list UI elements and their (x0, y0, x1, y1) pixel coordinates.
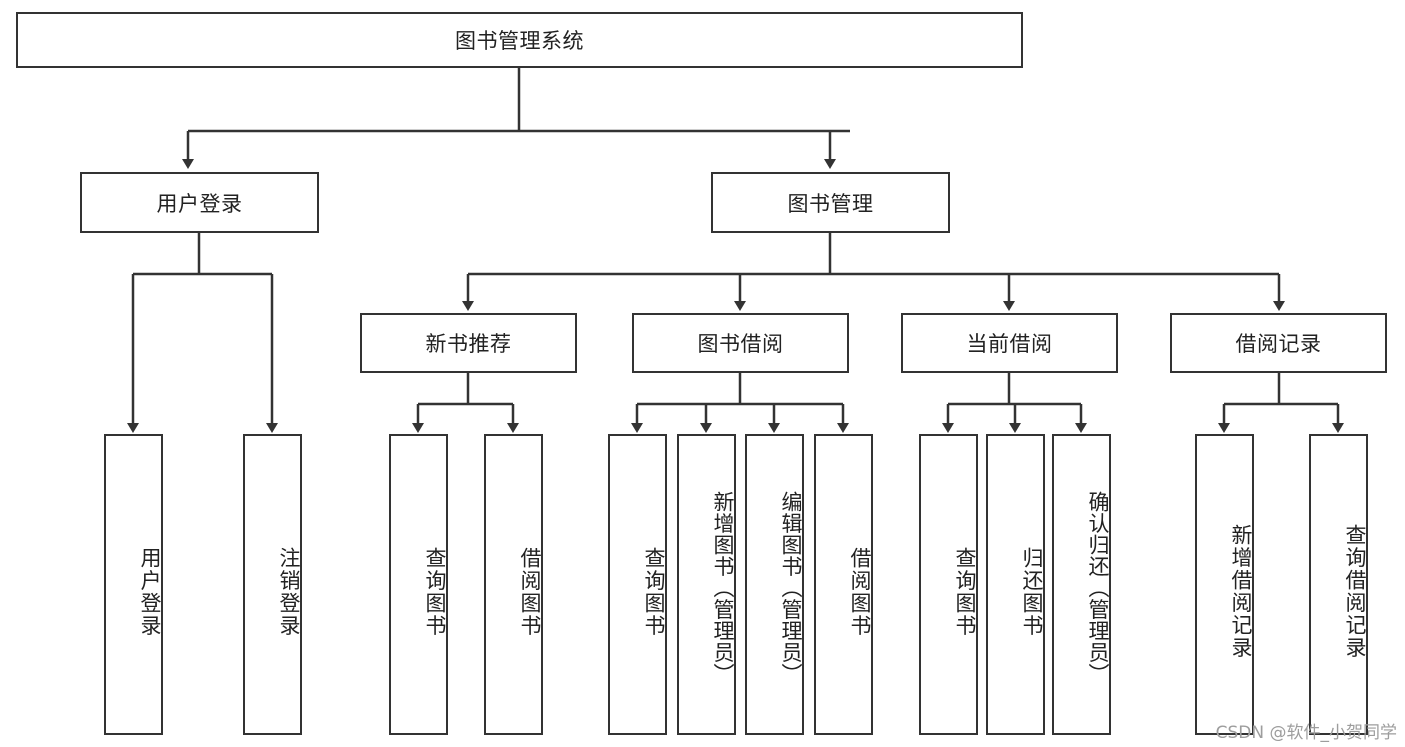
node-borrow-record[interactable]: 借阅记录 (1170, 313, 1387, 373)
node-leaf-query-books-2[interactable]: 查询图书 (608, 434, 667, 735)
node-leaf-logout-login[interactable]: 注销登录 (243, 434, 302, 735)
node-leaf-return-book[interactable]: 归还图书 (986, 434, 1045, 735)
node-leaf-confirm-return[interactable]: 确认归还（管理员） (1052, 434, 1111, 735)
node-leaf-query-books-3[interactable]: 查询图书 (919, 434, 978, 735)
node-leaf-borrow-books-2[interactable]: 借阅图书 (814, 434, 873, 735)
node-leaf-add-book[interactable]: 新增图书（管理员） (677, 434, 736, 735)
node-current-borrow[interactable]: 当前借阅 (901, 313, 1118, 373)
node-book-management[interactable]: 图书管理 (711, 172, 950, 233)
node-leaf-edit-book[interactable]: 编辑图书（管理员） (745, 434, 804, 735)
node-book-borrow[interactable]: 图书借阅 (632, 313, 849, 373)
node-leaf-query-record[interactable]: 查询借阅记录 (1309, 434, 1368, 735)
node-root-system[interactable]: 图书管理系统 (16, 12, 1023, 68)
node-user-login[interactable]: 用户登录 (80, 172, 319, 233)
node-leaf-add-record[interactable]: 新增借阅记录 (1195, 434, 1254, 735)
node-new-book-recommend[interactable]: 新书推荐 (360, 313, 577, 373)
node-leaf-borrow-books-1[interactable]: 借阅图书 (484, 434, 543, 735)
node-leaf-user-login[interactable]: 用户登录 (104, 434, 163, 735)
node-leaf-query-books-1[interactable]: 查询图书 (389, 434, 448, 735)
watermark-csdn: CSDN @软件_小贺同学 (1215, 723, 1397, 743)
